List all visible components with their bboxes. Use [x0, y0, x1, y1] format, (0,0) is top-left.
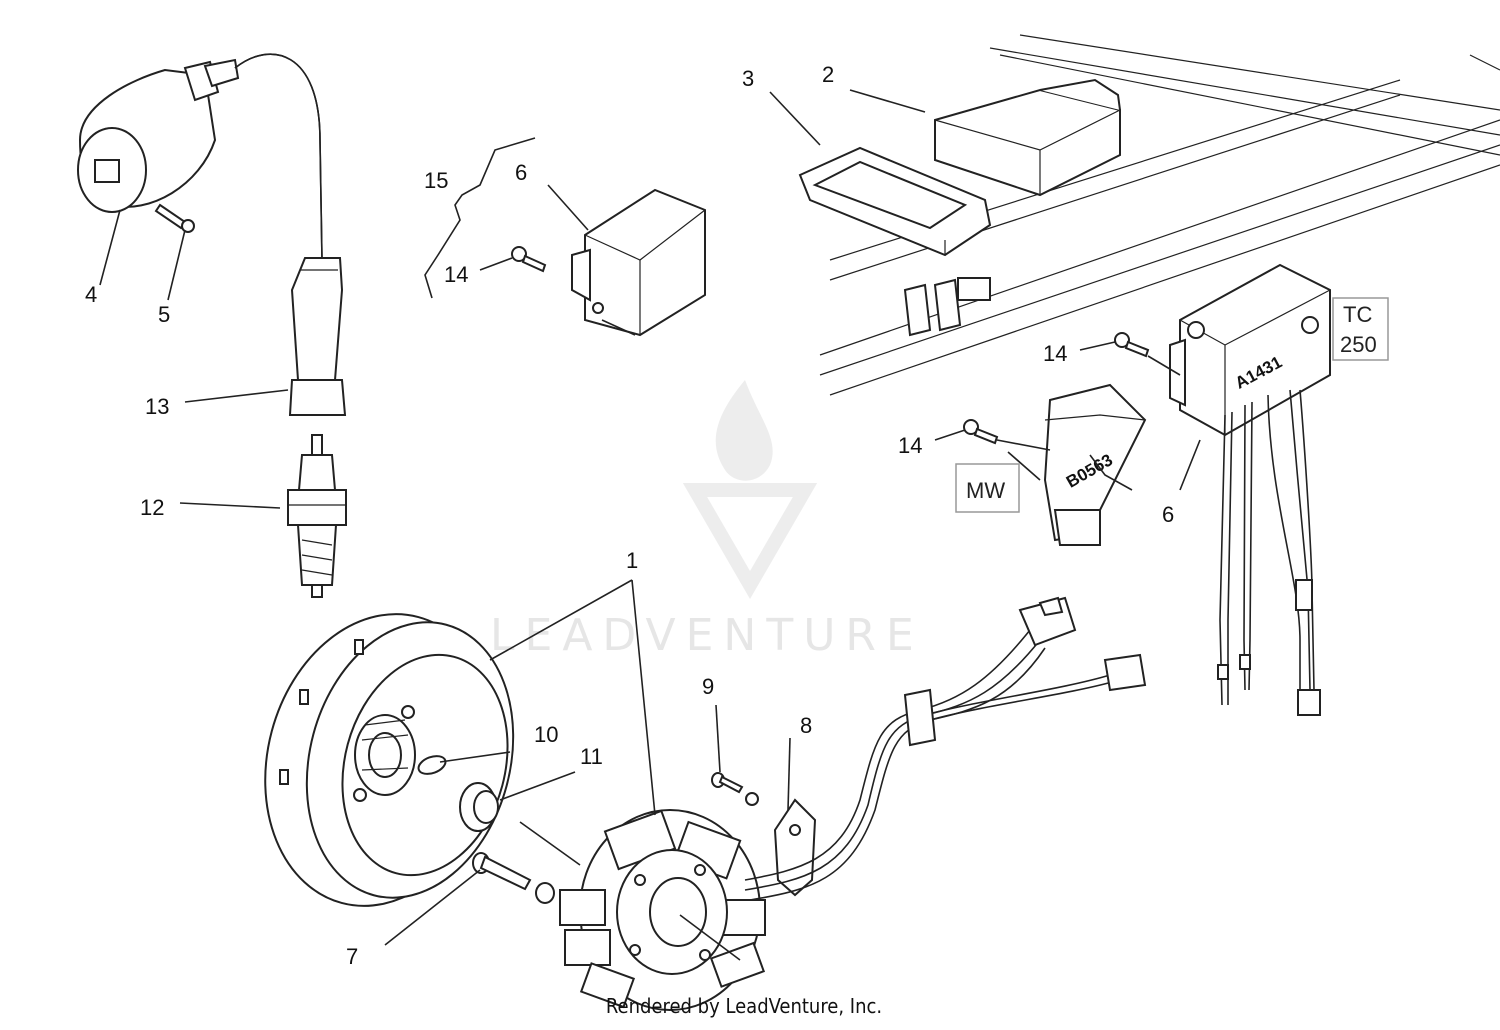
stator-harness: [744, 596, 1147, 901]
ht-lead: [234, 53, 323, 261]
ecu-case: [798, 146, 992, 257]
callout-15: 15: [424, 168, 448, 193]
callout-6-lower: 6: [1162, 502, 1174, 527]
callout-12: 12: [140, 495, 164, 520]
wire-clamp: [773, 798, 817, 897]
cdi-module-lower: B0563: [1043, 383, 1147, 546]
leader-lines: [99, 89, 1201, 961]
ecu-unit: [934, 78, 1121, 197]
screw-14-regulator: [1114, 332, 1150, 358]
frame-rails: [819, 34, 1500, 396]
flywheel-nut: [459, 782, 499, 832]
woodruff-key: [417, 755, 447, 775]
callout-8: 8: [800, 713, 812, 738]
voltage-regulator: A1431: [1169, 263, 1331, 437]
watermark-text: LEADVENTURE: [490, 610, 924, 661]
callout-14-regulator: 14: [1043, 341, 1067, 366]
coil-screw: [154, 203, 195, 233]
spark-plug-cap: [288, 257, 347, 416]
callout-13: 13: [145, 394, 169, 419]
bracket-15: [424, 137, 536, 299]
callout-6-upper: 6: [515, 160, 527, 185]
callout-14-module: 14: [898, 433, 922, 458]
render-credit-text: Rendered by LeadVenture, Inc.: [605, 994, 883, 1018]
callout-9: 9: [702, 674, 714, 699]
callout-1: 1: [626, 548, 638, 573]
callout-5: 5: [158, 302, 170, 327]
regulator-wiring: [1217, 389, 1321, 716]
tc250-line2: 250: [1340, 332, 1377, 357]
callout-14-upper: 14: [444, 262, 468, 287]
watermark-logo: [682, 380, 818, 599]
screw-14-module: [963, 419, 999, 445]
render-credit: Rendered by LeadVenture, Inc.: [0, 994, 1500, 1018]
callout-7: 7: [346, 944, 358, 969]
tc250-line1: TC: [1343, 302, 1372, 327]
stator: [559, 809, 766, 1011]
callout-4: 4: [85, 282, 97, 307]
callout-10: 10: [534, 722, 558, 747]
stator-bolt: [472, 852, 555, 904]
mw-label: MW: [966, 478, 1005, 503]
callout-11: 11: [580, 744, 603, 769]
pickup-screw: [711, 772, 759, 806]
callouts: 1 2 3 4 5 6 6 7 8 9 10 11 12 13 14 14 14…: [85, 62, 1174, 969]
screw-14-upper: [511, 246, 547, 273]
ignition-coil: [77, 58, 240, 213]
cdi-module-upper: [571, 188, 706, 337]
model-box-tc250: TC 250: [1332, 297, 1389, 361]
spark-plug: [287, 434, 347, 598]
callout-3: 3: [742, 66, 754, 91]
model-box-mw: MW: [955, 463, 1020, 513]
callout-2: 2: [822, 62, 834, 87]
